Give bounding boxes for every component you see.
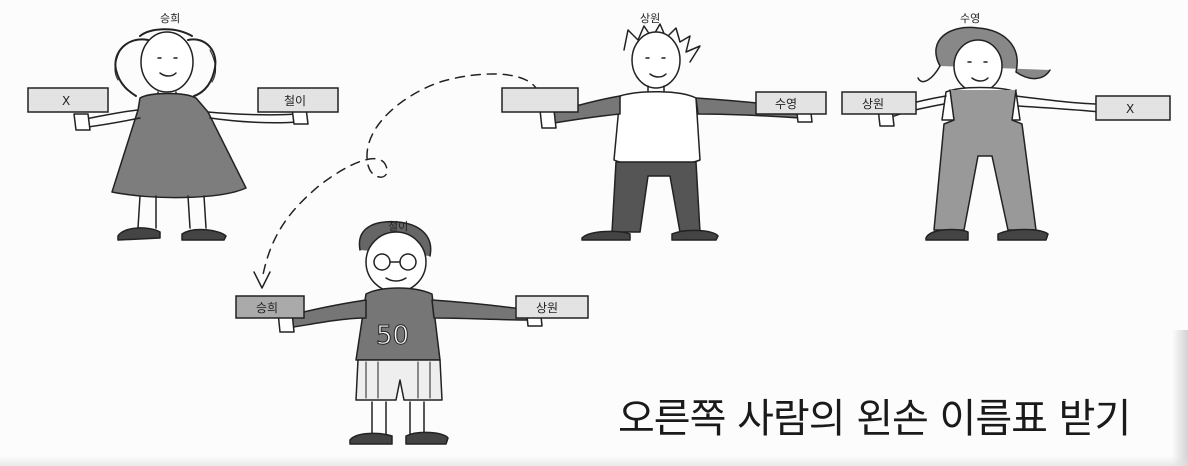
name-label-suyeong: 수영	[960, 12, 980, 25]
card-text: 상원	[862, 97, 884, 111]
head	[631, 31, 681, 89]
name-label-sangwon: 상원	[640, 12, 660, 25]
head	[953, 39, 1003, 93]
name-card: 상원	[515, 295, 589, 319]
arrow-head-icon	[253, 271, 271, 289]
card-text: 상원	[536, 301, 558, 315]
head	[140, 31, 194, 93]
person-suyeong	[877, 26, 1113, 241]
person-sangwon	[539, 23, 813, 241]
dashed-arrow-path	[261, 73, 539, 281]
card-text: 승희	[256, 301, 278, 315]
name-label-seunghee: 승희	[160, 12, 180, 25]
sweater	[355, 287, 441, 361]
dress	[111, 92, 247, 199]
name-label-cheoli: 철이	[388, 220, 408, 233]
edge-shadow	[1172, 330, 1188, 466]
person-cheoli	[277, 220, 543, 445]
name-card: 철이	[257, 87, 339, 113]
shirt	[613, 90, 701, 167]
shirt-number: 50	[376, 321, 409, 351]
person-seunghee	[73, 28, 309, 241]
card-text: X	[1126, 102, 1134, 116]
card-text: 수영	[775, 97, 797, 111]
pants	[611, 161, 701, 233]
right-arm	[1015, 95, 1101, 113]
name-card	[501, 87, 579, 113]
name-card: 승희	[235, 295, 305, 319]
name-card: 수영	[755, 91, 827, 115]
name-card: X	[27, 87, 109, 113]
card-text: X	[62, 94, 70, 108]
caption-text: 오른쪽 사람의 왼손 이름표 받기	[618, 396, 1131, 442]
card-text: 철이	[284, 94, 306, 108]
overalls	[933, 89, 1037, 231]
bottom-shadow	[0, 456, 1188, 466]
hair	[114, 28, 217, 97]
right-arm	[207, 111, 297, 124]
shorts	[355, 359, 443, 401]
name-card: 상원	[841, 91, 917, 115]
name-card: X	[1095, 95, 1171, 121]
